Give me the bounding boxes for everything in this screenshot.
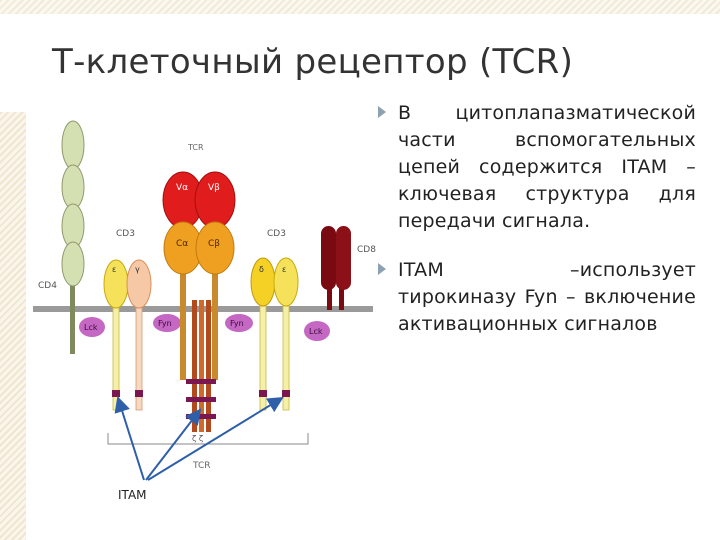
delta-label: δ bbox=[259, 265, 264, 274]
bullet-item: ITAM –использует тирокиназу Fyn – включе… bbox=[376, 257, 696, 338]
bullet-text: ITAM –использует тирокиназу Fyn – включе… bbox=[398, 259, 696, 335]
cd3-right-label: CD3 bbox=[267, 229, 286, 239]
cd8-coreceptor bbox=[321, 226, 351, 310]
cd3-zeta-dimer bbox=[186, 300, 216, 432]
lck-right-label: Lck bbox=[309, 327, 323, 336]
decorative-left-stripe bbox=[0, 112, 26, 540]
itam-label: ITAM bbox=[118, 488, 147, 502]
decorative-top-stripe bbox=[0, 0, 720, 14]
epsilon-right-label: ε bbox=[282, 265, 286, 274]
epsilon-left-label: ε bbox=[112, 265, 116, 274]
c-beta-label: Cβ bbox=[208, 239, 220, 249]
cd3-delta-chain bbox=[250, 257, 276, 411]
bullet-list: В цитоплапазматической части вспомогател… bbox=[376, 100, 696, 360]
fyn-kinase-left bbox=[153, 314, 181, 332]
fyn-right-label: Fyn bbox=[230, 319, 244, 328]
v-alpha-label: Vα bbox=[176, 183, 188, 193]
bullet-text: В цитоплапазматической части вспомогател… bbox=[398, 102, 696, 232]
cd3-gamma-chain bbox=[126, 259, 152, 411]
itam-pointer-arrows bbox=[114, 396, 284, 481]
tcr-complex-diagram: CD4 Lck ε γ CD3 Fyn Vα Vβ Cα Cβ TCR bbox=[30, 112, 376, 516]
tcr-top-label: TCR bbox=[187, 143, 204, 152]
lck-kinase-right bbox=[304, 321, 330, 341]
v-beta-label: Vβ bbox=[208, 183, 220, 193]
tcr-heterodimer bbox=[162, 171, 236, 380]
lck-kinase-left bbox=[79, 317, 105, 337]
bullet-item: В цитоплапазматической части вспомогател… bbox=[376, 100, 696, 235]
c-alpha-label: Cα bbox=[176, 239, 188, 249]
tcr-bottom-label: TCR bbox=[192, 461, 211, 471]
cd4-label: CD4 bbox=[38, 281, 57, 291]
fyn-left-label: Fyn bbox=[158, 319, 172, 328]
cd3-epsilon-right-chain bbox=[273, 257, 299, 411]
cd4-coreceptor bbox=[61, 120, 85, 354]
slide-title: Т-клеточный рецептор (TCR) bbox=[52, 42, 574, 82]
cd3-epsilon-left-chain bbox=[103, 259, 129, 411]
triangle-bullet-icon bbox=[378, 263, 386, 275]
zeta-label: ζ ζ bbox=[192, 434, 203, 443]
gamma-label: γ bbox=[135, 265, 140, 274]
triangle-bullet-icon bbox=[378, 106, 386, 118]
lck-left-label: Lck bbox=[84, 323, 98, 332]
fyn-kinase-right bbox=[225, 314, 253, 332]
cd3-left-label: CD3 bbox=[116, 229, 135, 239]
cd8-label: CD8 bbox=[357, 245, 376, 255]
